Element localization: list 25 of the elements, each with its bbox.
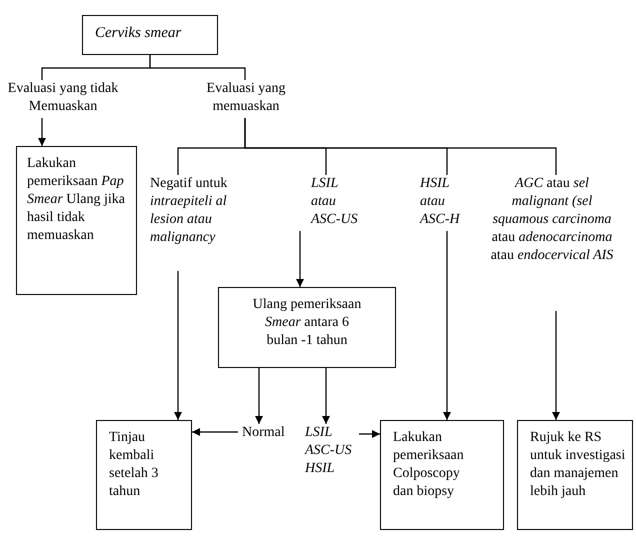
arrow [552,311,560,420]
arrow [192,428,238,436]
result-label: AGC atau sel malignant (sel squamous carcinoma atau adenocarcinoma atau endocervical AIS [486,175,618,311]
process-box: Ulang pemeriksaan Smear antara 6 bulan -1 tahun [218,287,396,368]
process-box: Tinjau kembali setelah 3 tahun [96,420,192,530]
branch-label: Evaluasi yang tidak Memuaskan [0,80,126,118]
connector-line [244,118,557,175]
process-box: Lakukan pemeriksaan Colposcopy dan biopsy [380,420,504,530]
branch-label: Evaluasi yang memuaskan [196,80,296,118]
arrow [255,368,263,424]
arrow [38,118,46,146]
arrow [443,231,451,420]
result-label: Normal [238,424,290,444]
connector-line [149,55,246,80]
arrow [296,231,304,287]
result-label: LSIL ASC-US HSIL [305,424,359,480]
start-box: Cerviks smear [82,15,218,55]
arrow [322,368,330,424]
arrow [174,271,182,420]
process-box: Rujuk ke RS untuk investigasi dan manajemen lebih jauh [517,420,633,530]
arrow [359,430,380,438]
process-box: Lakukan pemeriksaan Pap Smear Ulang jika hasil tidak memuaskan [16,146,137,295]
result-label: LSIL atau ASC-US [311,175,361,231]
result-label: HSIL atau ASC-H [420,175,470,231]
result-label: Negatif untuk intraepiteli al lesion atau malignancy [150,175,236,271]
